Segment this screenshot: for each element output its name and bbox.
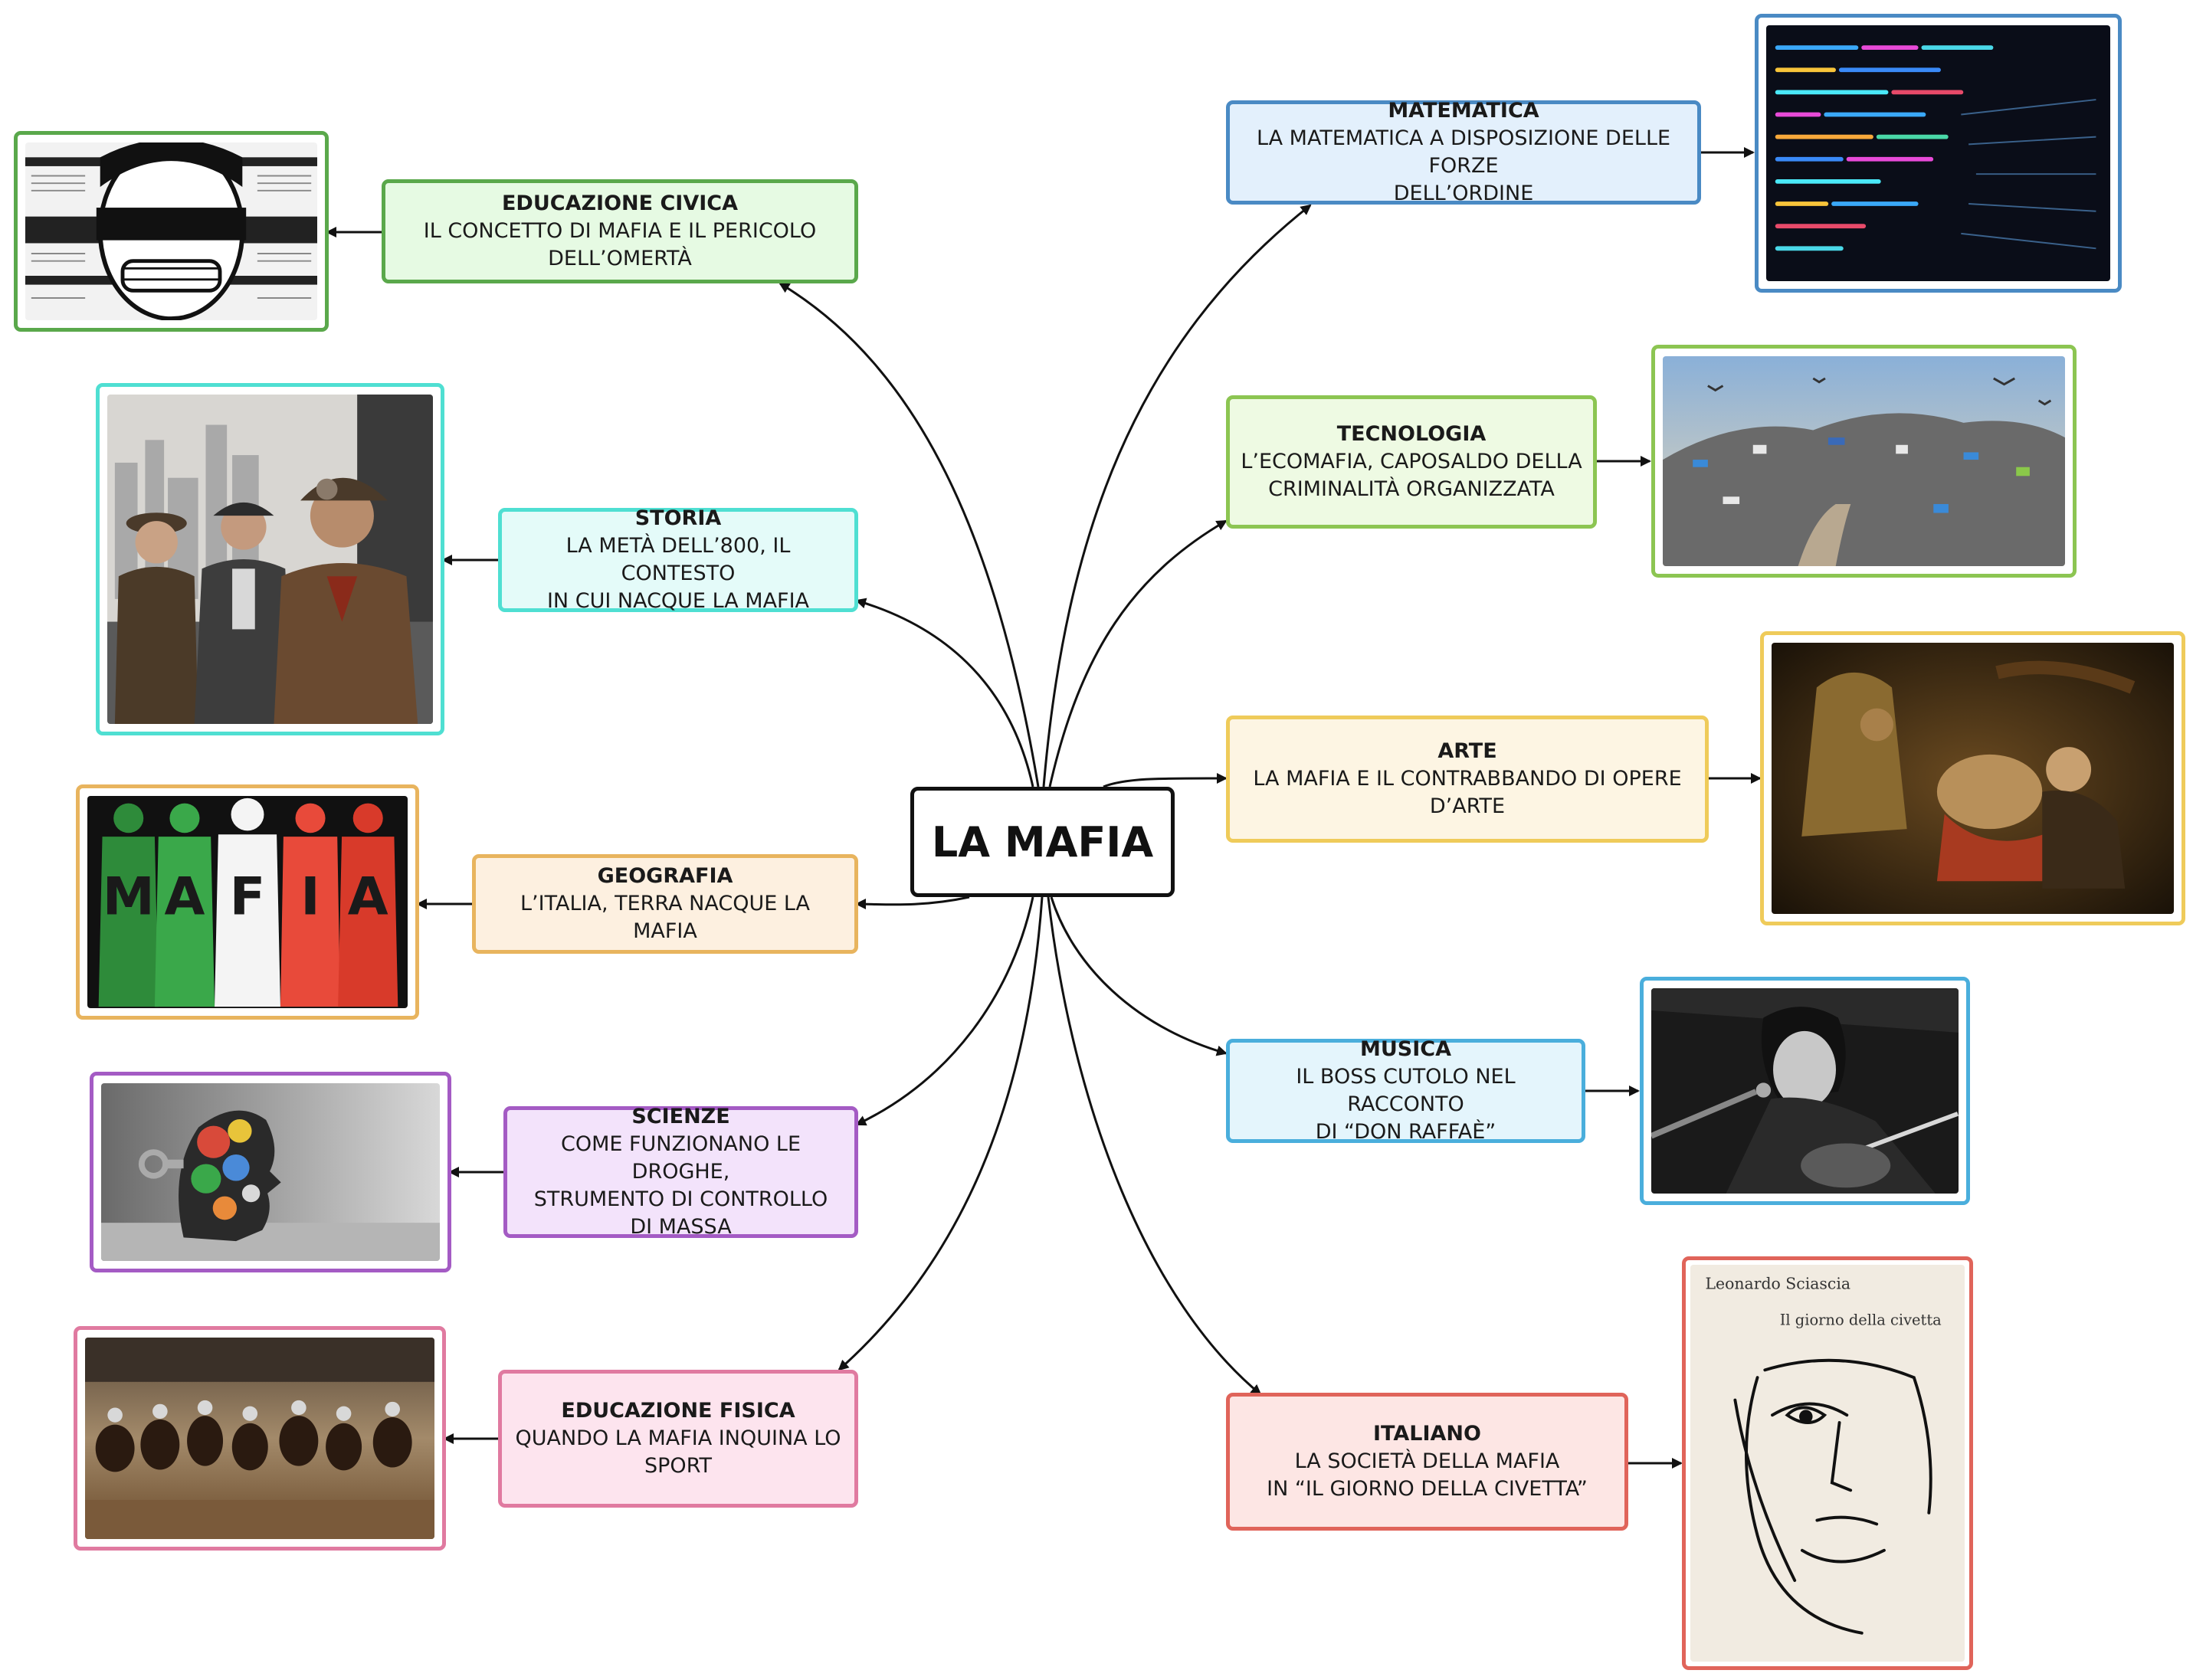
node-title: STORIA — [634, 506, 722, 530]
node-title: TECNOLOGIA — [1336, 422, 1487, 446]
node-line: IN “IL GIORNO DELLA CIVETTA” — [1267, 1477, 1588, 1501]
node-title: SCIENZE — [631, 1105, 730, 1128]
landfill-image — [1651, 345, 2077, 578]
drug-mind-head-image — [90, 1072, 451, 1272]
link-geografia — [855, 896, 970, 910]
node-line: SPORT — [644, 1454, 712, 1478]
book-cover-image: Leonardo Sciascia Il giorno della civett… — [1682, 1256, 1973, 1670]
link-musica — [1050, 896, 1228, 1056]
link-educazione-civica — [779, 282, 1040, 788]
node-line: COME FUNZIONANO LE DROGHE, — [560, 1132, 801, 1184]
book-title-text: Il giorno della civetta — [1780, 1311, 1942, 1328]
book-author-text: Leonardo Sciascia — [1705, 1274, 1850, 1292]
central-topic[interactable]: LA MAFIA — [910, 787, 1175, 897]
node-line: STRUMENTO DI CONTROLLO — [533, 1187, 828, 1211]
horse-race-image — [74, 1326, 446, 1551]
node-title: ARTE — [1437, 739, 1497, 763]
node-line: DELL’ORDINE — [1393, 182, 1534, 205]
node-title: EDUCAZIONE CIVICA — [501, 192, 739, 215]
node-line: L’ECOMAFIA, CAPOSALDO DELLA — [1241, 450, 1582, 473]
node-title: GEOGRAFIA — [597, 864, 733, 888]
node-line: QUANDO LA MAFIA INQUINA LO — [515, 1426, 841, 1450]
node-arte[interactable]: ARTE LA MAFIA E IL CONTRABBANDO DI OPERE… — [1226, 716, 1709, 843]
node-scienze[interactable]: SCIENZE COME FUNZIONANO LE DROGHE, STRUM… — [503, 1105, 858, 1239]
node-line: CRIMINALITÀ ORGANIZZATA — [1268, 477, 1555, 501]
node-line: IL BOSS CUTOLO NEL RACCONTO — [1296, 1065, 1516, 1116]
gangsters-illustration-image — [96, 383, 444, 735]
node-geografia[interactable]: GEOGRAFIA L’ITALIA, TERRA NACQUE LA MAFI… — [472, 854, 858, 954]
link-matematica — [1042, 204, 1312, 788]
node-tecnologia[interactable]: TECNOLOGIA L’ECOMAFIA, CAPOSALDO DELLA C… — [1226, 395, 1597, 529]
node-line: DI “DON RAFFAÈ” — [1315, 1120, 1496, 1144]
node-educazione-fisica[interactable]: EDUCAZIONE FISICA QUANDO LA MAFIA INQUIN… — [498, 1370, 858, 1508]
node-line: LA MATEMATICA A DISPOSIZIONE DELLE FORZE — [1256, 126, 1671, 178]
node-title: MUSICA — [1360, 1037, 1451, 1061]
censored-face-newspaper-image — [14, 131, 329, 332]
node-title: MATEMATICA — [1388, 99, 1539, 123]
svg-text:F: F — [230, 867, 266, 928]
svg-text:A: A — [165, 867, 205, 928]
node-line: L’ITALIA, TERRA NACQUE LA MAFIA — [520, 892, 810, 943]
svg-text:M: M — [103, 867, 155, 928]
link-tecnologia — [1048, 519, 1228, 788]
singer-guitar-photo-image — [1640, 977, 1970, 1205]
central-topic-label: LA MAFIA — [931, 817, 1154, 866]
link-italiano — [1047, 896, 1262, 1396]
node-line: IN CUI NACQUE LA MAFIA — [546, 589, 810, 613]
node-italiano[interactable]: ITALIANO LA SOCIETÀ DELLA MAFIA IN “IL G… — [1226, 1393, 1628, 1531]
node-line: IL CONCETTO DI MAFIA E IL PERICOLO — [423, 219, 817, 243]
node-line: LA SOCIETÀ DELLA MAFIA — [1294, 1449, 1560, 1473]
caravaggio-nativity-image — [1760, 631, 2185, 925]
node-musica[interactable]: MUSICA IL BOSS CUTOLO NEL RACCONTO DI “D… — [1226, 1037, 1585, 1144]
link-educazione-fisica — [838, 896, 1044, 1371]
link-arte — [1103, 772, 1228, 788]
svg-text:A: A — [348, 867, 388, 928]
link-scienze — [855, 896, 1034, 1126]
node-matematica[interactable]: MATEMATICA LA MATEMATICA A DISPOSIZIONE … — [1226, 99, 1701, 205]
node-storia[interactable]: STORIA LA METÀ DELL’800, IL CONTESTO IN … — [498, 506, 858, 613]
node-educazione-civica[interactable]: EDUCAZIONE CIVICA IL CONCETTO DI MAFIA E… — [382, 179, 858, 283]
node-line: LA METÀ DELL’800, IL CONTESTO — [565, 534, 791, 585]
node-title: EDUCAZIONE FISICA — [561, 1399, 795, 1423]
link-storia — [855, 598, 1034, 788]
node-line: LA MAFIA E IL CONTRABBANDO DI OPERE D’AR… — [1253, 767, 1682, 818]
node-line: DELL’OMERTÀ — [548, 247, 692, 270]
code-screen-image — [1755, 14, 2122, 293]
node-title: ITALIANO — [1373, 1422, 1481, 1446]
node-line: DI MASSA — [630, 1215, 732, 1239]
svg-text:I: I — [300, 867, 320, 928]
